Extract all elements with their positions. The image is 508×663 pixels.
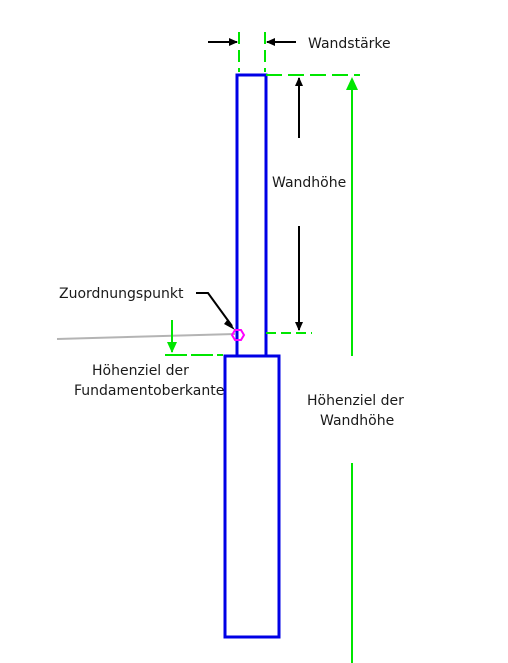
wall-height-target-arrowhead [346, 77, 358, 90]
foundation-top-arrowhead [167, 342, 177, 353]
assignment-point-leader-head [224, 319, 235, 330]
assignment-point-marker [230, 329, 246, 341]
label-foundation-top-2: Fundamentoberkante [74, 383, 224, 399]
label-wall-height-target-2: Wandhöhe [320, 413, 394, 429]
label-wall-thickness: Wandstärke [308, 36, 391, 52]
label-foundation-top-1: Höhenziel der [92, 363, 189, 379]
reference-line [56, 333, 236, 340]
foundation-rect [223, 354, 281, 639]
label-wall-height: Wandhöhe [272, 175, 346, 191]
label-wall-height-target-1: Höhenziel der [307, 393, 404, 409]
wall-rect [235, 73, 268, 358]
assignment-point-leader [196, 292, 233, 327]
label-assignment-point: Zuordnungspunkt [59, 286, 184, 302]
